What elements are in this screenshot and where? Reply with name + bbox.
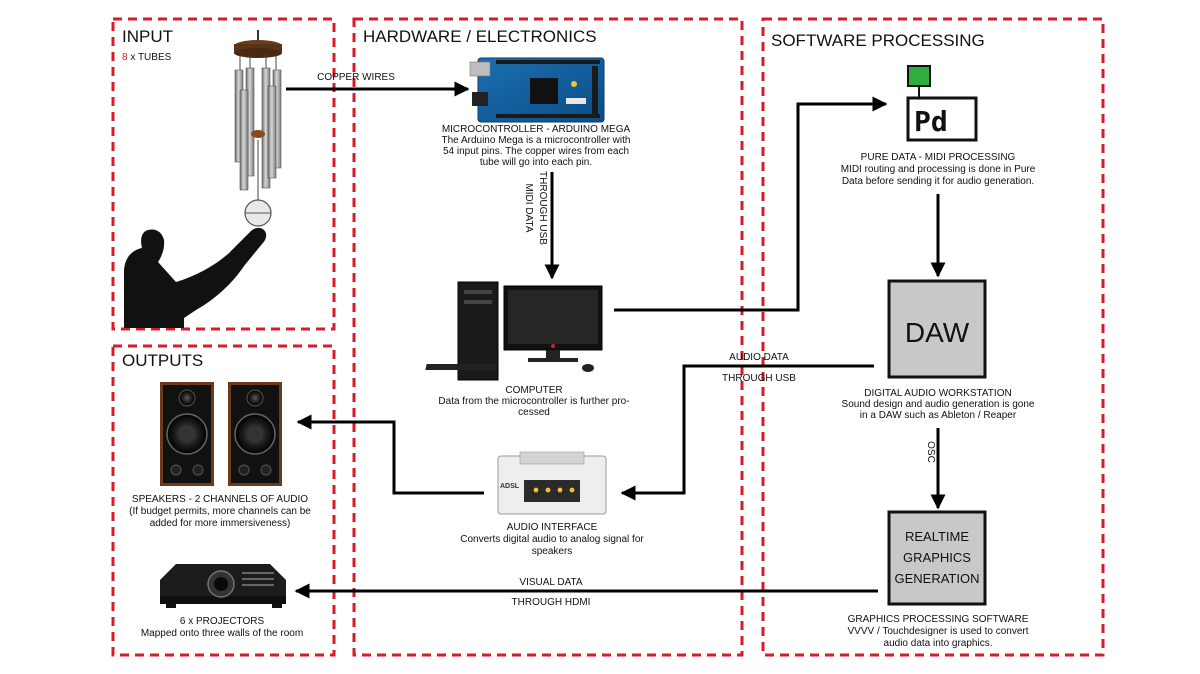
visual-data-label-line-1: VISUAL DATA — [519, 577, 582, 588]
input-section-border — [111, 17, 336, 331]
audio-data-label-line-1: AUDIO DATA — [729, 352, 789, 363]
osc-label: OSC — [925, 441, 936, 463]
interface-title: AUDIO INTERFACE — [507, 522, 598, 533]
software-section-border — [761, 17, 1105, 657]
computer-title: COMPUTER — [505, 385, 562, 396]
section-borders — [111, 17, 1105, 657]
projectors-desc-line-1: Mapped onto three walls of the room — [141, 628, 303, 639]
arduino-desc-line-1: The Arduino Mega is a microcontroller wi… — [442, 135, 631, 146]
input-heading: INPUT — [122, 27, 173, 46]
pd-desc-line-1: MIDI routing and processing is done in P… — [841, 164, 1036, 175]
hardware-heading: HARDWARE / ELECTRONICS — [363, 27, 597, 46]
computer-illustration — [425, 281, 603, 381]
midi-label-line-2: THROUGH USB — [537, 171, 548, 245]
software-heading: SOFTWARE PROCESSING — [771, 31, 985, 50]
adsl-label: ADSL — [500, 483, 520, 490]
graphics-box-line-2: GRAPHICS — [903, 550, 971, 565]
interface-to-speakers-arrow — [296, 414, 484, 495]
person-silhouette — [124, 227, 267, 328]
pure-data-logo: Pd — [906, 65, 978, 142]
graphics-box-line-1: REALTIME — [905, 529, 969, 544]
computer-to-pd-arrow — [614, 96, 888, 312]
arduino-title: MICROCONTROLLER - ARDUINO MEGA — [442, 124, 631, 135]
graphics-desc-line-1: VVVV / Touchdesigner is used to convert — [847, 626, 1028, 637]
copper-wires-label: COPPER WIRES — [317, 72, 395, 83]
computer-desc-line-1: Data from the microcontroller is further… — [438, 396, 629, 407]
graphics-box — [887, 510, 987, 606]
tube-count-label: 8 x TUBES — [122, 52, 172, 63]
speaker-right — [228, 382, 282, 486]
graphics-desc-line-2: audio data into graphics. — [884, 638, 993, 649]
graphics-title: GRAPHICS PROCESSING SOFTWARE — [848, 614, 1029, 625]
pd-title: PURE DATA - MIDI PROCESSING — [861, 152, 1016, 163]
arduino-desc-line-3: tube will go into each pin. — [480, 157, 592, 168]
hardware-section-border — [352, 17, 744, 657]
speakers-desc-line-1: (If budget permits, more channels can be — [129, 506, 311, 517]
audio-data-label-line-2: THROUGH USB — [722, 373, 796, 384]
wind-chime-illustration — [234, 30, 282, 227]
pd-logo-text: Pd — [914, 105, 948, 138]
midi-label-line-1: MIDI DATA — [523, 183, 534, 232]
audio-interface-illustration: ADSL — [497, 451, 607, 515]
daw-title: DIGITAL AUDIO WORKSTATION — [864, 388, 1011, 399]
speakers-illustration — [160, 382, 282, 486]
daw-box — [887, 279, 987, 379]
pd-desc-line-2: Data before sending it for audio generat… — [842, 176, 1034, 187]
projector-illustration — [160, 564, 286, 608]
graphics-box-line-3: GENERATION — [895, 571, 980, 586]
daw-to-interface-arrow — [620, 364, 874, 501]
speakers-desc-line-2: added for more immersiveness) — [150, 518, 291, 529]
arduino-board-illustration — [469, 57, 605, 123]
interface-desc-line-1: Converts digital audio to analog signal … — [460, 534, 644, 545]
tube-count: 8 — [122, 52, 128, 63]
speakers-title: SPEAKERS - 2 CHANNELS OF AUDIO — [132, 494, 308, 505]
computer-desc-line-2: cessed — [518, 407, 550, 418]
visual-data-label-line-2: THROUGH HDMI — [512, 597, 591, 608]
interface-desc-line-2: speakers — [532, 546, 573, 557]
outputs-section-border — [111, 344, 336, 657]
speaker-left — [160, 382, 214, 486]
outputs-heading: OUTPUTS — [122, 351, 203, 370]
daw-desc-line-1: Sound design and audio generation is gon… — [842, 399, 1035, 410]
tube-unit: x TUBES — [128, 52, 172, 63]
midi-label-group: MIDI DATA THROUGH USB — [523, 171, 548, 245]
arduino-desc-line-2: 54 input pins. The copper wires from eac… — [443, 146, 629, 157]
projectors-title: 6 x PROJECTORS — [180, 616, 265, 627]
daw-box-label: DAW — [905, 317, 970, 348]
daw-desc-line-2: in a DAW such as Ableton / Reaper — [860, 410, 1017, 421]
